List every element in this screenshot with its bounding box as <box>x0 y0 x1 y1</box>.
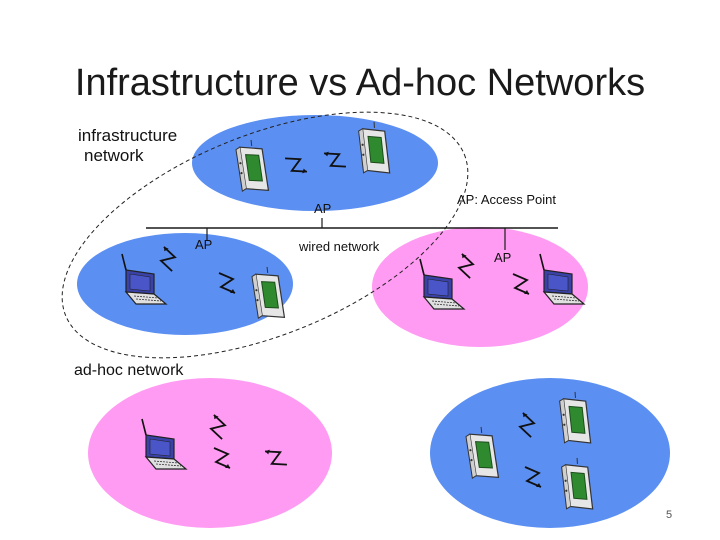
ap-label-right: AP <box>494 250 512 265</box>
ap-label-left: AP <box>195 237 213 252</box>
infrastructure-network-label: infrastructure network <box>78 126 177 165</box>
infrastructure-label-line1: infrastructure <box>78 126 178 145</box>
infrastructure-cell-right <box>372 227 588 347</box>
infrastructure-cell-left <box>77 233 293 335</box>
infrastructure-boundary <box>61 111 469 359</box>
slide-title: Infrastructure vs Ad-hoc Networks <box>74 62 646 104</box>
ap-label-top: AP <box>314 201 332 216</box>
infrastructure-label-line2: network <box>84 145 144 165</box>
infrastructure-cell-top <box>192 115 438 211</box>
wired-network-label: wired network <box>299 239 380 254</box>
page-number: 5 <box>666 509 673 521</box>
adhoc-network-label: ad-hoc network <box>74 362 184 379</box>
adhoc-cell-left <box>88 378 332 528</box>
ap-legend-label: AP: Access Point <box>457 192 556 207</box>
adhoc-cell-right <box>430 378 670 528</box>
